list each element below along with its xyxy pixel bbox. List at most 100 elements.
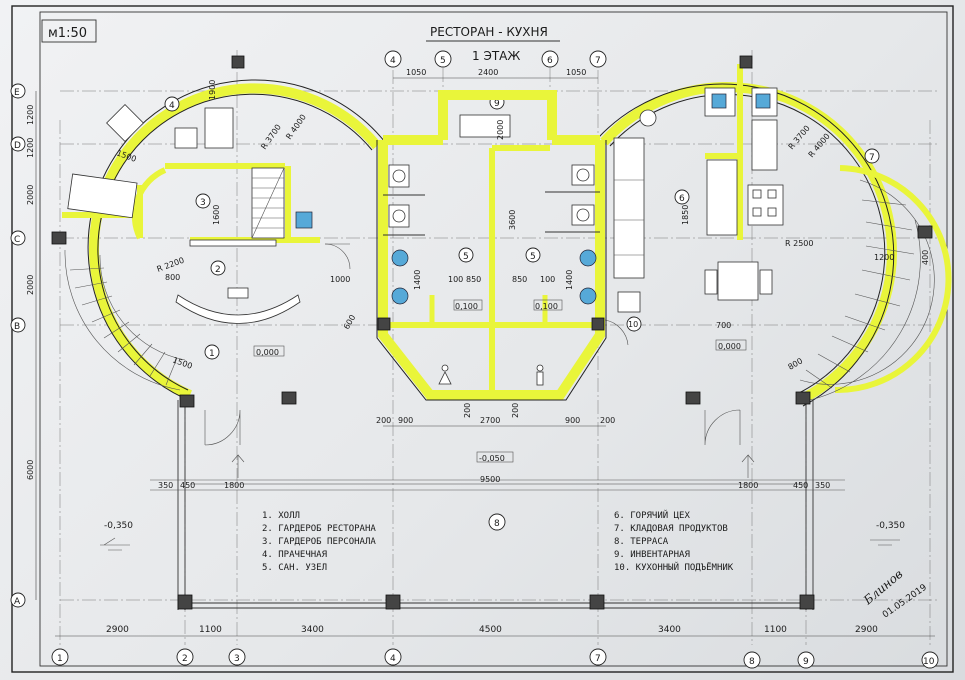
svg-text:6: 6 [547,56,553,66]
svg-text:R 3700: R 3700 [259,123,283,151]
svg-text:3: 3 [234,654,240,664]
dims-bottom: 2900 1100 3400 4500 3400 1100 2900 [106,625,878,635]
legend-item: 5. САН. УЗЕЛ [262,563,327,573]
page-title: РЕСТОРАН - КУХНЯ [430,25,548,39]
room-tags: 1 2 3 4 5 5 6 7 8 10 [164,96,880,531]
svg-text:4: 4 [390,654,396,664]
level-left-out: -0,350 [104,521,133,531]
scale-label: м1:50 [48,26,87,41]
svg-text:9500: 9500 [480,475,500,484]
scale-box [41,19,97,43]
svg-text:8: 8 [494,519,500,529]
level-hall: 0,000 [256,348,279,357]
svg-text:1500: 1500 [171,355,193,370]
svg-text:1100: 1100 [199,625,222,635]
svg-text:R 3700: R 3700 [787,124,812,152]
svg-text:1100: 1100 [764,625,787,635]
legend-item: 8. ТЕРРАСА [614,537,669,547]
svg-text:R 4000: R 4000 [807,132,832,160]
svg-text:350: 350 [158,481,173,490]
level-terrace: -0,050 [479,454,505,463]
level-marks: 0,000 0,100 0,100 0,000 -0,050 -0,350 -0… [104,299,905,531]
svg-text:1200: 1200 [26,105,35,125]
svg-text:10: 10 [923,657,935,667]
svg-text:D: D [14,141,21,151]
svg-text:1900: 1900 [208,80,217,100]
dims-left: 1200 1200 2000 2000 6000 [26,105,35,480]
svg-text:R 4000: R 4000 [284,113,308,141]
svg-text:2700: 2700 [480,416,500,425]
svg-text:2000: 2000 [496,120,505,140]
svg-text:100: 100 [540,275,555,284]
svg-text:3400: 3400 [301,625,324,635]
svg-text:2000: 2000 [26,185,35,205]
svg-text:9: 9 [494,99,500,109]
svg-text:A: A [14,597,21,607]
legend-item: 4. ПРАЧЕЧНАЯ [262,550,327,560]
level-right-out: -0,350 [876,521,905,531]
svg-text:R 2500: R 2500 [785,239,813,248]
svg-text:7: 7 [869,153,875,163]
svg-text:1600: 1600 [212,205,221,225]
svg-text:1850: 1850 [681,205,690,225]
svg-text:3400: 3400 [658,625,681,635]
level-kitchen: 0,000 [718,342,741,351]
svg-text:400: 400 [921,250,930,265]
svg-text:1800: 1800 [224,481,244,490]
svg-text:1400: 1400 [565,270,574,290]
svg-text:200: 200 [376,416,391,425]
svg-text:B: B [14,322,20,332]
svg-text:1: 1 [57,654,63,664]
svg-text:800: 800 [787,356,805,371]
svg-text:1050: 1050 [406,68,426,77]
svg-text:6: 6 [679,194,685,204]
svg-text:E: E [14,88,20,98]
legend-item: 1. ХОЛЛ [262,511,300,521]
svg-text:1400: 1400 [413,270,422,290]
level-wc-right: 0,100 [535,302,558,311]
svg-text:850: 850 [466,275,481,284]
floor-title: 1 ЭТАЖ [472,49,520,63]
svg-text:1: 1 [209,349,215,359]
svg-text:450: 450 [793,481,808,490]
level-wc-left: 0,100 [455,302,478,311]
svg-text:4500: 4500 [479,625,502,635]
svg-text:100: 100 [448,275,463,284]
svg-text:6000: 6000 [26,460,35,480]
svg-text:1200: 1200 [874,253,894,262]
svg-text:600: 600 [342,313,357,331]
svg-text:3600: 3600 [508,210,517,230]
svg-text:5: 5 [463,252,469,262]
left-rotunda [62,79,386,403]
svg-text:5: 5 [440,56,446,66]
svg-text:350: 350 [815,481,830,490]
svg-text:4: 4 [169,101,175,111]
outer-frame [11,5,954,673]
central-block [376,90,607,401]
svg-text:900: 900 [398,416,413,425]
svg-text:3: 3 [200,198,206,208]
svg-text:700: 700 [716,321,731,330]
svg-text:7: 7 [595,654,601,664]
axis-bubbles-left: E D C B A [10,83,26,608]
svg-text:1050: 1050 [566,68,586,77]
right-rotunda [597,64,952,407]
svg-text:9: 9 [803,657,809,667]
svg-text:C: C [14,235,20,245]
legend-item: 3. ГАРДЕРОБ ПЕРСОНАЛА [262,537,376,547]
inner-frame [39,11,948,667]
svg-text:2900: 2900 [106,625,129,635]
svg-text:800: 800 [165,273,180,282]
inner-dimensions: 9500 2700 900 900 200 200 1800 1800 350 … [115,80,930,490]
terrace [51,55,933,610]
legend-item: 6. ГОРЯЧИЙ ЦЕХ [614,509,690,521]
signature: Блинов 01.05.2019 [860,567,929,621]
legend-item: 7. КЛАДОВАЯ ПРОДУКТОВ [614,524,728,534]
svg-text:2: 2 [215,265,221,275]
svg-text:900: 900 [565,416,580,425]
svg-text:R 2200: R 2200 [156,256,186,274]
svg-text:2400: 2400 [478,68,498,77]
svg-text:850: 850 [512,275,527,284]
